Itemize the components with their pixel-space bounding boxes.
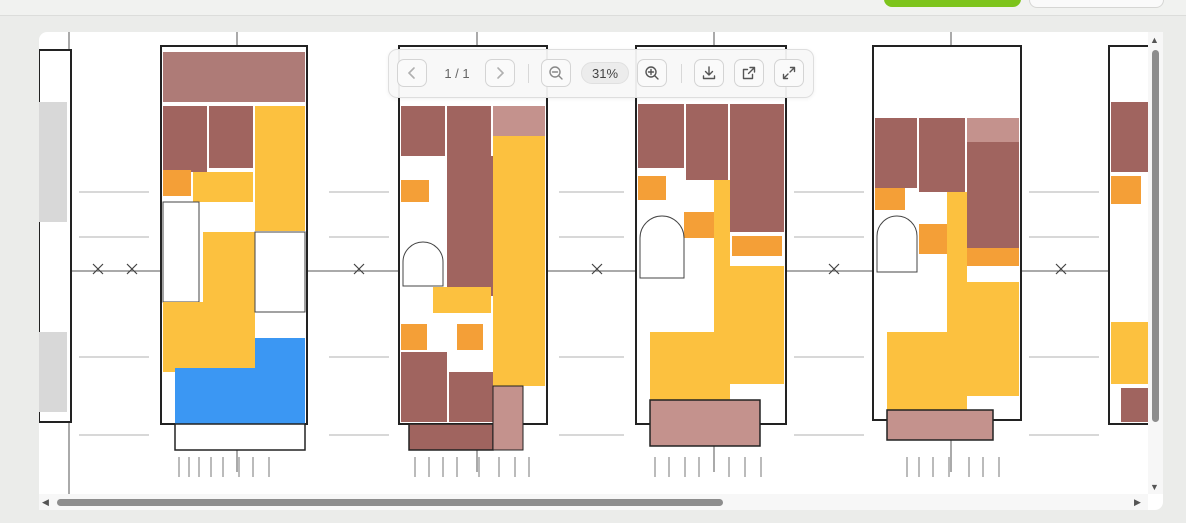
secondary-action-button[interactable] xyxy=(1029,0,1164,8)
open-external-icon xyxy=(742,66,756,80)
chevron-right-icon xyxy=(497,67,505,79)
zoom-level: 31% xyxy=(581,62,629,84)
horizontal-scroll-thumb[interactable] xyxy=(57,499,723,506)
page-indicator: 1 / 1 xyxy=(444,66,470,81)
zoom-in-button[interactable] xyxy=(637,59,667,87)
scroll-up-arrow-icon[interactable]: ▲ xyxy=(1150,35,1159,45)
zoom-out-icon xyxy=(549,66,563,80)
toolbar-divider xyxy=(681,64,682,83)
primary-action-button[interactable] xyxy=(884,0,1021,7)
zoom-out-button[interactable] xyxy=(541,59,571,87)
scroll-down-arrow-icon[interactable]: ▼ xyxy=(1150,482,1159,492)
floor-plan-drawing xyxy=(39,32,1149,494)
open-external-button[interactable] xyxy=(734,59,764,87)
scroll-right-arrow-icon[interactable]: ▶ xyxy=(1134,497,1141,507)
chevron-left-icon xyxy=(407,67,415,79)
previous-page-button[interactable] xyxy=(397,59,427,87)
unit-3 xyxy=(635,45,787,447)
unit-5 xyxy=(1108,45,1149,425)
scroll-left-arrow-icon[interactable]: ◀ xyxy=(42,497,49,507)
vertical-scroll-thumb[interactable] xyxy=(1152,50,1159,422)
download-button[interactable] xyxy=(694,59,724,87)
unit-1 xyxy=(160,45,308,451)
expand-icon xyxy=(782,66,796,80)
next-page-button[interactable] xyxy=(485,59,515,87)
viewer-toolbar: 1 / 1 31% xyxy=(388,49,814,98)
unit-2 xyxy=(398,45,548,451)
unit-4 xyxy=(872,45,1022,441)
download-icon xyxy=(702,66,716,80)
toolbar-divider xyxy=(528,64,529,83)
document-viewer: 1 / 1 31% xyxy=(39,32,1163,510)
zoom-in-icon xyxy=(645,66,659,80)
fullscreen-button[interactable] xyxy=(774,59,804,87)
